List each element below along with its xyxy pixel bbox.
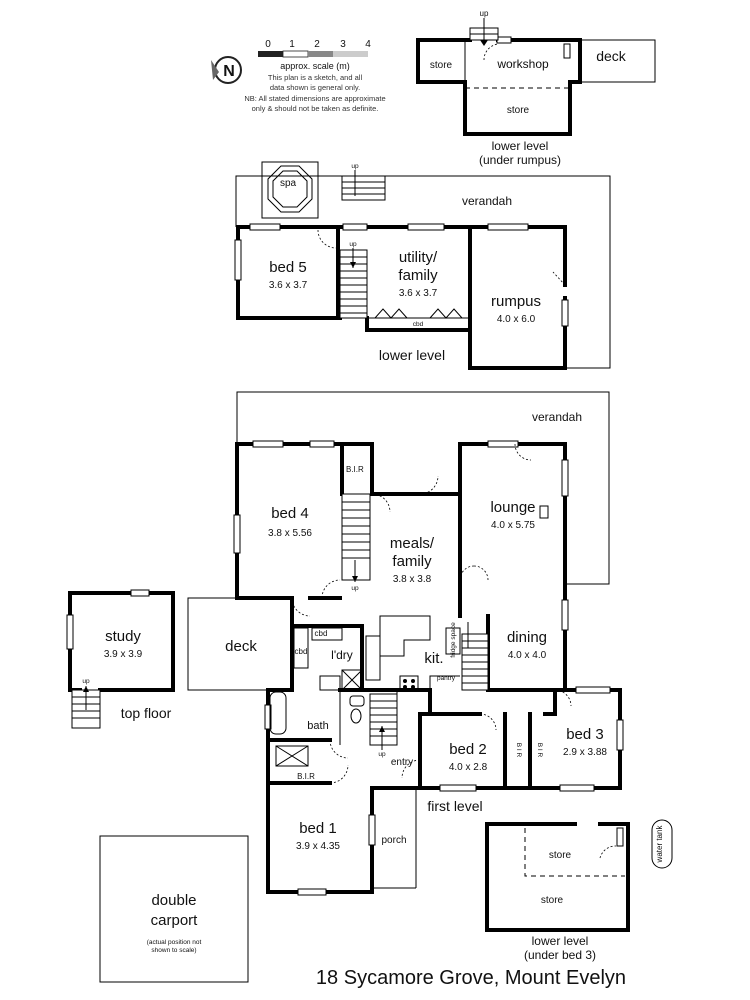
disclaimer-line-4: only & should not be taken as definite.: [252, 104, 379, 113]
room-dim-meals: 3.8 x 3.8: [393, 574, 432, 585]
room-dim-bed5: 3.6 x 3.7: [269, 280, 308, 291]
plan-carport: double carport (actual position not show…: [99, 835, 249, 983]
room-dim-bed2: 4.0 x 2.8: [449, 762, 488, 773]
caption-first-level: first level: [427, 798, 482, 814]
label-carport-1: double: [151, 892, 196, 909]
plan-lower-level: spa up verandah: [234, 161, 611, 370]
label-cbd-side: cbd: [295, 647, 308, 656]
room-name-utility-1: utility/: [399, 249, 438, 266]
label-store-left: store: [430, 60, 453, 71]
disclaimer-line-1: This plan is a sketch, and all: [268, 73, 363, 82]
label-carport-note-1: (actual position not: [147, 939, 202, 946]
label-up-entry: up: [378, 751, 386, 758]
room-name-kitchen: kit.: [424, 650, 443, 667]
label-up-meals: up: [351, 585, 359, 592]
label-pantry: pantry: [437, 675, 456, 682]
label-store-bottom: store: [507, 105, 530, 116]
room-dim-rumpus: 4.0 x 6.0: [497, 314, 536, 325]
room-name-meals-2: family: [392, 553, 432, 570]
disclaimer-line-2: data shown is general only.: [270, 83, 360, 92]
deck-first-level: deck: [187, 597, 268, 691]
label-up-study: up: [82, 678, 90, 685]
room-name-bed2: bed 2: [449, 741, 487, 758]
room-dim-lounge: 4.0 x 5.75: [491, 520, 535, 531]
room-name-meals-1: meals/: [390, 535, 435, 552]
label-bir-bed1: B.I.R: [297, 772, 315, 781]
scale-bar: 0 1 2 3 4 approx. scale (m) This plan is…: [244, 39, 385, 113]
caption-lower-bed3-2: (under bed 3): [524, 948, 596, 962]
room-name-bed3: bed 3: [566, 726, 604, 743]
label-fridge: fridge space: [450, 622, 457, 658]
label-verandah-first: verandah: [532, 410, 582, 424]
label-deck-lower: deck: [596, 48, 627, 64]
label-bir-a: B I R: [515, 743, 522, 758]
label-cbd-lower: cbd: [413, 321, 424, 328]
label-water-tank: water tank: [655, 825, 664, 864]
room-dim-bed3: 2.9 x 3.88: [563, 747, 607, 758]
caption-lower-level-rumpus-1: lower level: [492, 139, 549, 153]
room-dim-dining: 4.0 x 4.0: [508, 650, 547, 661]
label-up-stair-lower: up: [349, 241, 357, 248]
plan-top-floor: up study 3.9 x 3.9 top floor: [66, 589, 175, 729]
caption-lower-level: lower level: [379, 347, 445, 363]
scale-tick-3: 3: [340, 39, 346, 50]
room-dim-bed4: 3.8 x 5.56: [268, 528, 312, 539]
compass-letter: N: [223, 63, 235, 80]
room-name-dining: dining: [507, 629, 547, 646]
water-tank-icon: [651, 819, 673, 869]
disclaimer-line-3: NB: All stated dimensions are approximat…: [244, 94, 385, 103]
room-dim-utility: 3.6 x 3.7: [399, 288, 438, 299]
label-deck-first: deck: [225, 638, 257, 655]
label-up-verandah: up: [351, 163, 359, 170]
stair-treads-first: [342, 501, 370, 559]
room-name-bed5: bed 5: [269, 259, 307, 276]
plan-lower-under-rumpus: up store workshop deck store lower level…: [416, 9, 656, 167]
label-bir-bed4: B.I.R: [346, 465, 364, 474]
plan-lower-under-bed3: store store water tank lower level (unde…: [485, 819, 673, 962]
room-name-rumpus: rumpus: [491, 293, 541, 310]
label-store-bed3-top: store: [549, 850, 572, 861]
scale-label: approx. scale (m): [280, 61, 350, 71]
property-address: 18 Sycamore Grove, Mount Evelyn: [316, 967, 626, 989]
label-carport-2: carport: [151, 912, 199, 929]
label-entry: entry: [391, 757, 413, 768]
label-spa: spa: [280, 178, 297, 189]
room-dim-study: 3.9 x 3.9: [104, 649, 143, 660]
room-name-study: study: [105, 628, 141, 645]
room-dim-bed1: 3.9 x 4.35: [296, 841, 340, 852]
caption-lower-bed3-1: lower level: [532, 934, 589, 948]
caption-top-floor: top floor: [121, 705, 172, 721]
room-name-lounge: lounge: [490, 499, 535, 516]
room-name-bed1: bed 1: [299, 820, 337, 837]
label-bir-b: B I R: [536, 743, 543, 758]
label-workshop: workshop: [496, 57, 549, 71]
scale-tick-1: 1: [289, 39, 295, 50]
room-name-laundry: l'dry: [331, 648, 353, 662]
label-cbd-laundry: cbd: [315, 629, 328, 638]
scale-tick-2: 2: [314, 39, 320, 50]
label-carport-note-2: shown to scale): [151, 947, 196, 954]
scale-tick-4: 4: [365, 39, 371, 50]
room-name-bed4: bed 4: [271, 505, 309, 522]
label-porch: porch: [381, 835, 406, 846]
room-name-utility-2: family: [398, 267, 438, 284]
scale-tick-0: 0: [265, 39, 271, 50]
label-up-workshop: up: [480, 9, 489, 18]
label-verandah-lower: verandah: [462, 194, 512, 208]
label-store-bed3-bottom: store: [541, 895, 564, 906]
caption-lower-level-rumpus-2: (under rumpus): [479, 153, 561, 167]
plan-first-level: verandah: [233, 391, 624, 896]
compass-icon: N: [211, 56, 242, 84]
room-name-bath: bath: [307, 720, 328, 732]
